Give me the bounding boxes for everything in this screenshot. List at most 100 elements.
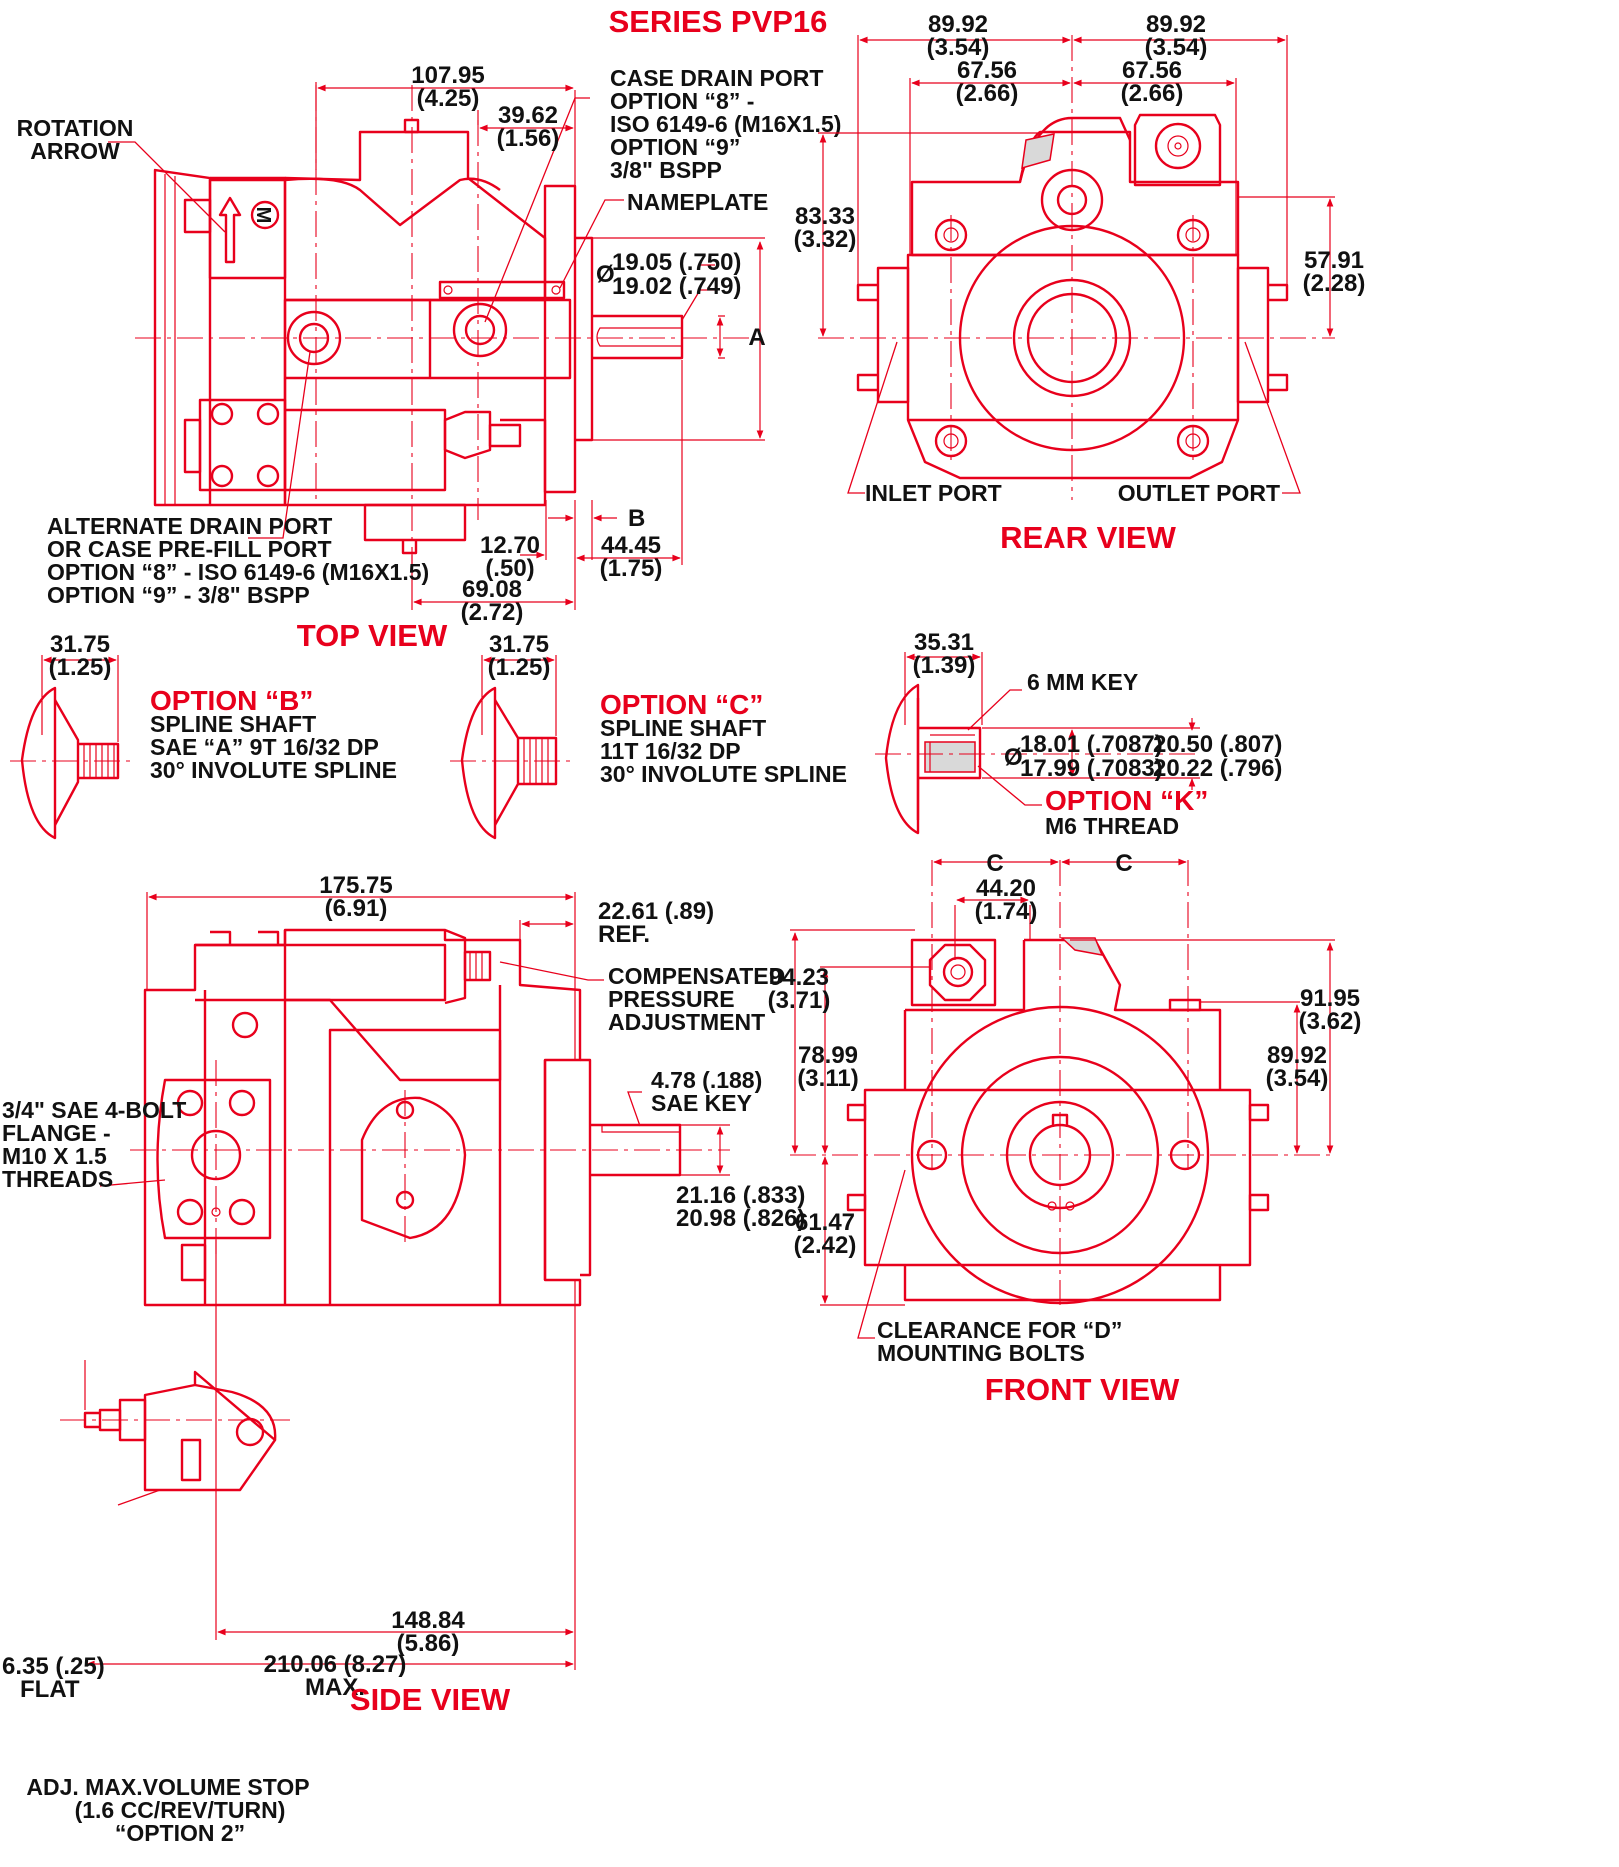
svg-text:(.50): (.50) bbox=[485, 555, 534, 582]
side-view-title: SIDE VIEW bbox=[350, 1682, 511, 1717]
svg-text:M: M bbox=[252, 207, 274, 224]
front-dim-c-left: C bbox=[986, 850, 1003, 877]
svg-text:(2.42): (2.42) bbox=[794, 1232, 857, 1259]
svg-text:(1.56): (1.56) bbox=[497, 125, 560, 152]
svg-text:REF.: REF. bbox=[598, 921, 650, 948]
svg-text:MAX.: MAX. bbox=[305, 1674, 365, 1701]
svg-text:(2.28): (2.28) bbox=[1303, 270, 1366, 297]
side-dim-21-16: 21.16 (.833) bbox=[676, 1182, 805, 1209]
svg-text:SPLINE SHAFT: SPLINE SHAFT bbox=[150, 711, 316, 737]
svg-text:(1.25): (1.25) bbox=[488, 654, 551, 681]
rear-dim-67-56-right: 67.56 bbox=[1122, 57, 1182, 84]
svg-text:11T 16/32 DP: 11T 16/32 DP bbox=[600, 738, 741, 764]
max-volume-stop-label: ADJ. MAX.VOLUME STOP bbox=[26, 1774, 309, 1800]
alternate-drain-label: ALTERNATE DRAIN PORT bbox=[47, 513, 332, 539]
front-view: C C 44.20 (1.74) 94.23 (3.71) 78.99 (3.1… bbox=[768, 850, 1362, 1407]
svg-text:OPTION “8” -: OPTION “8” - bbox=[610, 88, 754, 114]
nameplate-label: NAMEPLATE bbox=[627, 189, 768, 215]
drawing-title: SERIES PVP16 bbox=[609, 4, 828, 39]
inlet-port-label: INLET PORT bbox=[865, 480, 1002, 506]
top-view: M ROTATION ARROW CASE bbox=[17, 62, 842, 653]
dim-label-b: B bbox=[628, 505, 645, 532]
option-c-detail: 31.75 (1.25) OPTION “C” SPLINE SHAFT 11T… bbox=[450, 631, 847, 840]
svg-text:ARROW: ARROW bbox=[30, 138, 120, 164]
flat-dim-label: 6.35 (.25) bbox=[2, 1653, 105, 1680]
option-b-detail: 31.75 (1.25) OPTION “B” SPLINE SHAFT SAE… bbox=[10, 631, 397, 840]
option-b-title: OPTION “B” bbox=[150, 685, 313, 716]
rear-dim-89-92-right: 89.92 bbox=[1146, 11, 1206, 38]
svg-text:(3.71): (3.71) bbox=[768, 987, 831, 1014]
svg-text:(2.66): (2.66) bbox=[1121, 80, 1184, 107]
sae-key-label: 4.78 (.188) bbox=[651, 1067, 762, 1093]
svg-text:FLANGE -: FLANGE - bbox=[2, 1120, 111, 1146]
optk-dim-35-31: 35.31 bbox=[914, 629, 974, 656]
svg-text:(2.72): (2.72) bbox=[461, 599, 524, 626]
svg-text:(1.75): (1.75) bbox=[600, 555, 663, 582]
compensated-pressure-label: COMPENSATED bbox=[608, 963, 785, 989]
side-dim-22-61: 22.61 (.89) bbox=[598, 898, 714, 925]
clearance-label: CLEARANCE FOR “D” bbox=[877, 1317, 1122, 1343]
key-6mm-label: 6 MM KEY bbox=[1027, 669, 1138, 695]
rear-dim-83-33: 83.33 bbox=[795, 203, 855, 230]
svg-text:SPLINE SHAFT: SPLINE SHAFT bbox=[600, 715, 766, 741]
svg-text:OPTION “9”: OPTION “9” bbox=[610, 134, 740, 160]
front-dim-c-right: C bbox=[1115, 850, 1132, 877]
svg-text:M10 X 1.5: M10 X 1.5 bbox=[2, 1143, 107, 1169]
dim-69-08: 69.08 bbox=[462, 576, 522, 603]
optk-key-dim: 20.50 (.807) bbox=[1153, 731, 1282, 758]
rear-dim-57-91: 57.91 bbox=[1304, 247, 1364, 274]
svg-text:THREADS: THREADS bbox=[2, 1166, 113, 1192]
svg-text:(1.74): (1.74) bbox=[975, 898, 1038, 925]
optc-dim-31-75: 31.75 bbox=[489, 631, 549, 658]
svg-text:OR CASE PRE-FILL PORT: OR CASE PRE-FILL PORT bbox=[47, 536, 332, 562]
svg-text:20.22 (.796): 20.22 (.796) bbox=[1153, 755, 1282, 782]
case-drain-port-label: CASE DRAIN PORT bbox=[610, 65, 823, 91]
svg-text:“OPTION 2”: “OPTION 2” bbox=[115, 1820, 245, 1846]
option-k-title: OPTION “K” bbox=[1045, 785, 1208, 816]
sae-flange-label: 3/4" SAE 4-BOLT bbox=[2, 1097, 186, 1123]
svg-text:(5.86): (5.86) bbox=[397, 1630, 460, 1657]
m6-thread-label: M6 THREAD bbox=[1045, 813, 1179, 839]
dim-39-62: 39.62 bbox=[498, 102, 558, 129]
dim-44-45: 44.45 bbox=[601, 532, 661, 559]
svg-text:(1.25): (1.25) bbox=[49, 654, 112, 681]
svg-text:FLAT: FLAT bbox=[20, 1676, 80, 1703]
svg-text:20.98 (.826): 20.98 (.826) bbox=[676, 1205, 805, 1232]
dim-12-70: 12.70 bbox=[480, 532, 540, 559]
front-dim-61-47: 61.47 bbox=[795, 1209, 855, 1236]
option-k-detail: 35.31 (1.39) 6 MM KEY Ø 18.01 (.7087) 17… bbox=[875, 629, 1282, 839]
svg-text:(1.39): (1.39) bbox=[913, 652, 976, 679]
svg-text:(6.91): (6.91) bbox=[325, 895, 388, 922]
svg-text:SAE KEY: SAE KEY bbox=[651, 1090, 752, 1116]
dim-label-a: A bbox=[748, 324, 765, 351]
svg-text:30° INVOLUTE SPLINE: 30° INVOLUTE SPLINE bbox=[600, 761, 847, 787]
svg-text:18.01 (.7087): 18.01 (.7087) bbox=[1020, 731, 1163, 758]
side-dim-175-75: 175.75 bbox=[319, 872, 392, 899]
rotation-arrow-label: ROTATION bbox=[17, 115, 134, 141]
svg-text:ISO 6149-6 (M16X1.5): ISO 6149-6 (M16X1.5) bbox=[610, 111, 841, 137]
svg-text:(3.54): (3.54) bbox=[1266, 1065, 1329, 1092]
svg-text:MOUNTING BOLTS: MOUNTING BOLTS bbox=[877, 1340, 1085, 1366]
svg-text:(3.54): (3.54) bbox=[927, 34, 990, 61]
svg-text:(3.62): (3.62) bbox=[1299, 1008, 1362, 1035]
svg-text:ADJUSTMENT: ADJUSTMENT bbox=[608, 1009, 765, 1035]
front-dim-78-99: 78.99 bbox=[798, 1042, 858, 1069]
svg-text:(2.66): (2.66) bbox=[956, 80, 1019, 107]
front-dim-89-92: 89.92 bbox=[1267, 1042, 1327, 1069]
optk-dia-symbol: Ø bbox=[1004, 744, 1023, 771]
svg-text:OPTION “9” - 3/8" BSPP: OPTION “9” - 3/8" BSPP bbox=[47, 582, 310, 608]
top-view-title: TOP VIEW bbox=[297, 618, 448, 653]
svg-text:(3.54): (3.54) bbox=[1145, 34, 1208, 61]
rear-dim-89-92-left: 89.92 bbox=[928, 11, 988, 38]
shaft-dia-max: 19.05 (.750) bbox=[612, 249, 741, 276]
shaft-dia-min: 19.02 (.749) bbox=[612, 273, 741, 300]
rear-view-title: REAR VIEW bbox=[1000, 520, 1176, 555]
svg-text:3/8" BSPP: 3/8" BSPP bbox=[610, 157, 722, 183]
svg-text:(1.6 CC/REV/TURN): (1.6 CC/REV/TURN) bbox=[75, 1797, 286, 1823]
svg-text:(3.32): (3.32) bbox=[794, 226, 857, 253]
front-view-title: FRONT VIEW bbox=[985, 1372, 1180, 1407]
shaft-dia-symbol: Ø bbox=[596, 261, 615, 288]
outlet-port-label: OUTLET PORT bbox=[1118, 480, 1280, 506]
side-view: 175.75 (6.91) 22.61 (.89) REF. COMPENSAT… bbox=[2, 872, 805, 1846]
